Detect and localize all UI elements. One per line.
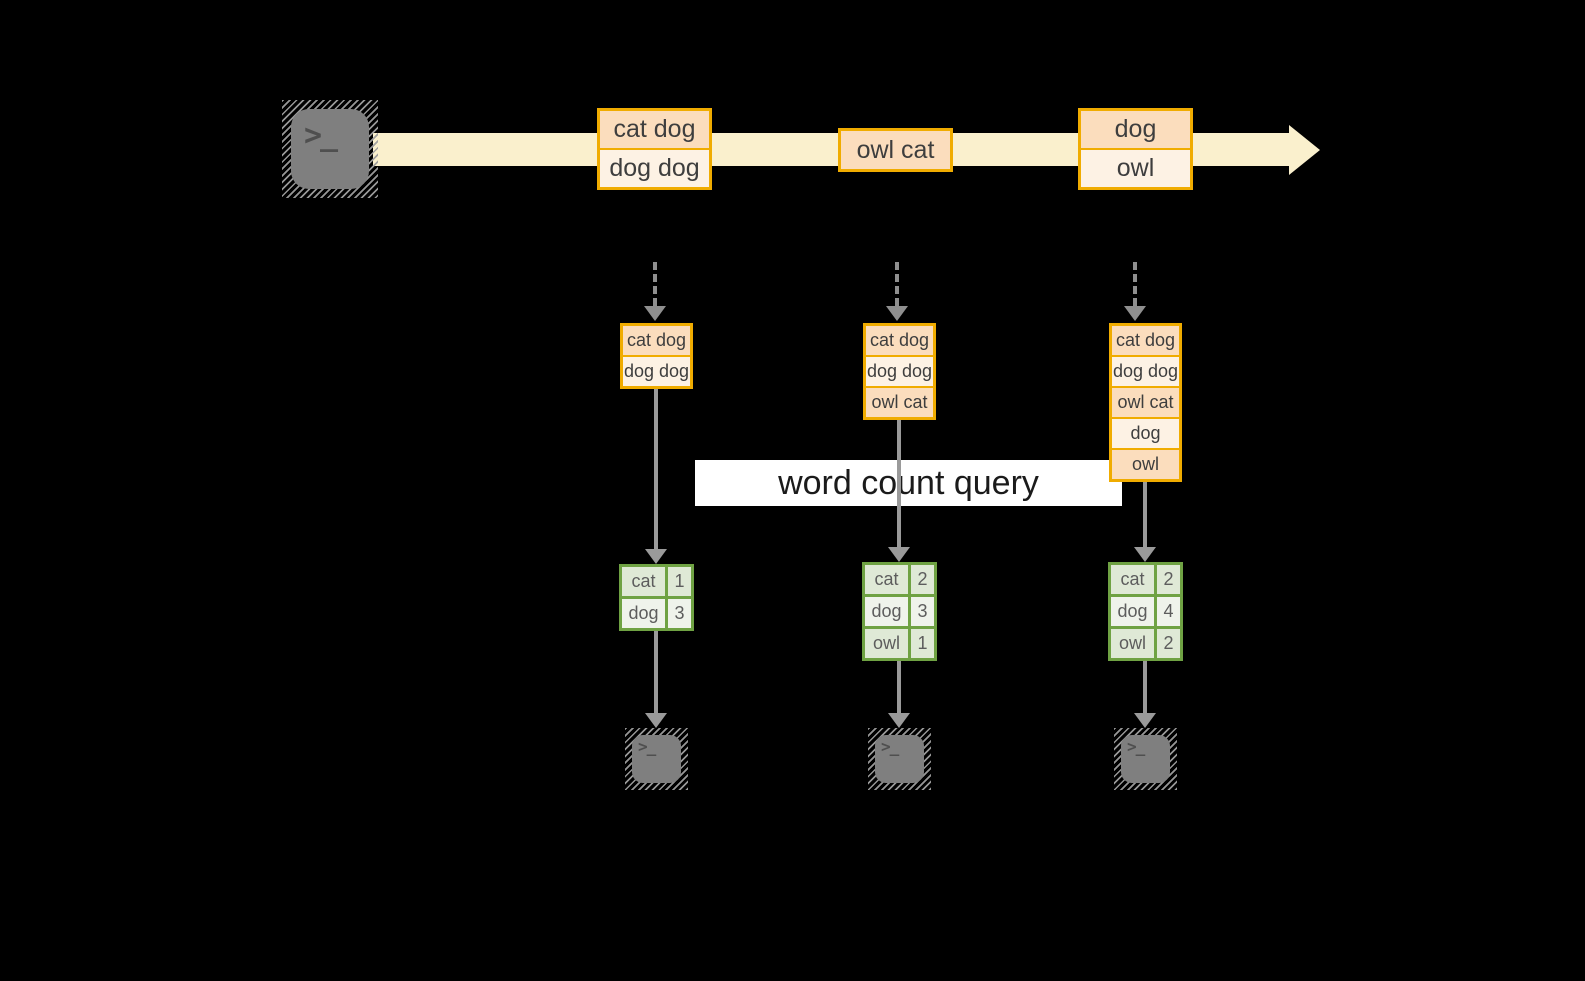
terminal-face [1121,735,1170,783]
arrowhead-icon [1134,713,1156,728]
arrowhead-icon [886,306,908,321]
arrow-line [654,631,658,713]
arrowhead-icon [1124,306,1146,321]
ingest-arrow [1124,262,1146,321]
stream-event-box: dog owl [1078,108,1193,190]
output-arrow [888,661,910,728]
buffer-cell: owl cat [1112,388,1179,417]
count-value-cell: 3 [668,599,691,628]
arrowhead-icon [645,549,667,564]
count-word-cell: cat [1111,565,1154,594]
arrowhead-icon [888,547,910,562]
output-terminal-icon: >_ [868,728,931,790]
buffer-cell: dog [1112,419,1179,448]
arrow-line [1143,482,1147,547]
count-value-cell: 2 [1157,565,1180,594]
event-cell: dog [1081,111,1190,148]
count-value-cell: 2 [911,565,934,594]
terminal-prompt-icon: >_ [638,737,656,756]
arrowhead-icon [1134,547,1156,562]
terminal-face [875,735,924,783]
event-buffer: cat dog dog dog owl cat [863,323,936,420]
count-table: cat 1 dog 3 [619,564,694,631]
event-buffer: cat dog dog dog owl cat dog owl [1109,323,1182,482]
arrow-line [897,661,901,713]
terminal-face [291,109,369,189]
event-cell: owl cat [841,131,950,169]
query-flow-arrow [645,389,667,564]
buffer-cell: cat dog [623,326,690,355]
event-cell: owl [1081,150,1190,187]
stream-event-box: cat dog dog dog [597,108,712,190]
count-word-cell: cat [622,567,665,596]
output-terminal-icon: >_ [625,728,688,790]
count-table: cat 2 dog 4 owl 2 [1108,562,1183,661]
terminal-face [632,735,681,783]
arrow-line [1143,661,1147,713]
count-word-cell: owl [1111,629,1154,658]
arrow-line [1133,262,1137,306]
buffer-cell: cat dog [1112,326,1179,355]
count-word-cell: dog [865,597,908,626]
buffer-cell: dog dog [866,357,933,386]
arrowhead-icon [645,713,667,728]
count-value-cell: 4 [1157,597,1180,626]
buffer-cell: owl cat [866,388,933,417]
count-word-cell: dog [1111,597,1154,626]
ingest-arrow [644,262,666,321]
terminal-prompt-icon: >_ [881,737,899,756]
output-terminal-icon: >_ [1114,728,1177,790]
buffer-cell: dog dog [623,357,690,386]
arrow-line [897,420,901,547]
arrow-line [895,262,899,306]
output-arrow [645,631,667,728]
event-buffer: cat dog dog dog [620,323,693,389]
count-value-cell: 3 [911,597,934,626]
arrowhead-icon [644,306,666,321]
count-value-cell: 1 [668,567,691,596]
count-word-cell: owl [865,629,908,658]
source-terminal-icon: >_ [282,100,378,198]
count-table: cat 2 dog 3 owl 1 [862,562,937,661]
terminal-prompt-icon: >_ [1127,737,1145,756]
output-arrow [1134,661,1156,728]
query-flow-arrow [888,420,910,562]
stream-arrowhead-icon [1289,125,1320,175]
count-word-cell: cat [865,565,908,594]
ingest-arrow [886,262,908,321]
query-flow-arrow [1134,482,1156,562]
arrow-line [653,262,657,306]
buffer-cell: owl [1112,450,1179,479]
event-cell: dog dog [600,150,709,187]
terminal-prompt-icon: >_ [304,118,338,153]
stream-event-box: owl cat [838,128,953,172]
buffer-cell: cat dog [866,326,933,355]
event-cell: cat dog [600,111,709,148]
query-label: word count query [695,460,1122,506]
count-value-cell: 1 [911,629,934,658]
count-value-cell: 2 [1157,629,1180,658]
arrowhead-icon [888,713,910,728]
buffer-cell: dog dog [1112,357,1179,386]
arrow-line [654,389,658,549]
count-word-cell: dog [622,599,665,628]
